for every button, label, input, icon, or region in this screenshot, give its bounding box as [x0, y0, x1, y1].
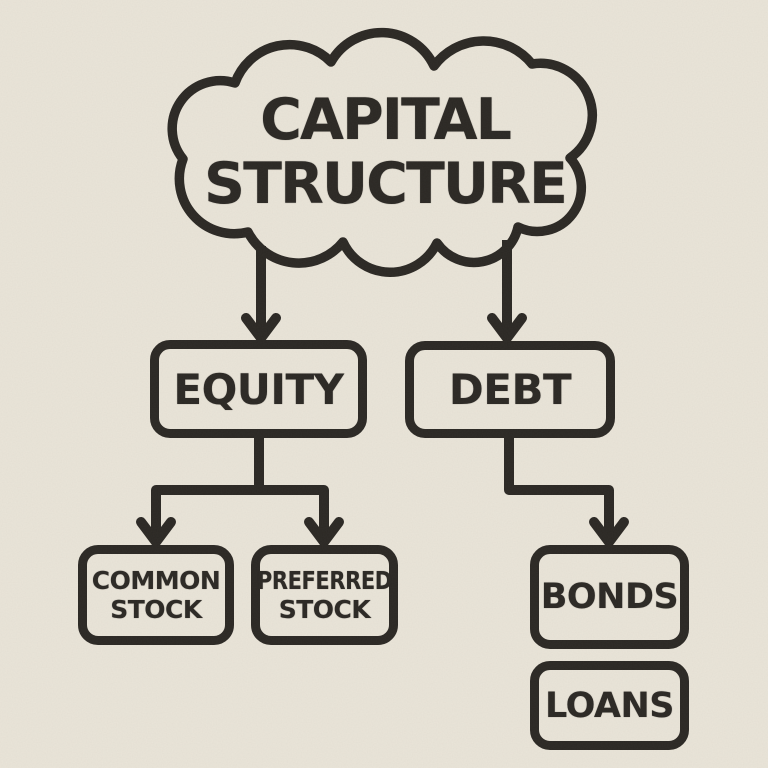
node-common-stock-label: COMMON STOCK	[92, 566, 221, 624]
node-bonds-label: BONDS	[540, 577, 679, 617]
node-common-stock: COMMON STOCK	[78, 545, 234, 645]
node-debt: DEBT	[405, 341, 615, 438]
node-equity-label: EQUITY	[173, 364, 344, 414]
node-debt-label: DEBT	[448, 365, 572, 414]
node-loans-label: LOANS	[545, 685, 674, 726]
node-loans: LOANS	[530, 661, 689, 750]
node-common-stock-line1: COMMON	[91, 566, 221, 595]
node-capital-structure: CAPITAL STRUCTURE	[190, 88, 580, 216]
node-capital-structure-line2: STRUCTURE	[204, 151, 568, 217]
node-preferred-stock-label: PREFERRED STOCK	[244, 566, 405, 624]
node-preferred-stock: PREFERRED STOCK	[251, 545, 398, 645]
node-common-stock-line2: STOCK	[110, 595, 202, 624]
node-equity: EQUITY	[150, 340, 367, 438]
node-capital-structure-line1: CAPITAL	[260, 87, 512, 153]
node-preferred-stock-line1: PREFERRED	[257, 566, 392, 595]
connector-equity-branch	[151, 437, 329, 535]
node-preferred-stock-line2: STOCK	[278, 595, 371, 624]
node-bonds: BONDS	[530, 545, 689, 649]
